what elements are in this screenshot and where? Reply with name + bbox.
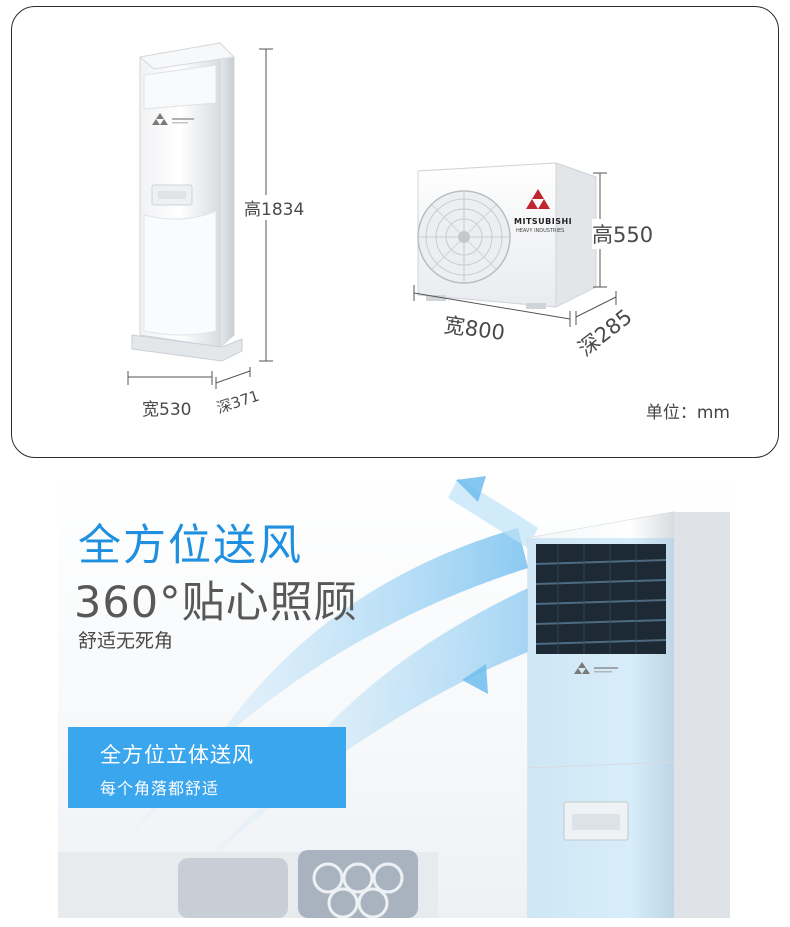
- outdoor-unit-illustration: [417, 162, 597, 309]
- airflow-arrow-icon: [456, 476, 486, 502]
- feature-description: 每个角落都舒适: [100, 779, 220, 798]
- spec-card: 高1834 宽530 深371: [11, 6, 779, 458]
- indoor-height-label: 高1834: [244, 195, 305, 220]
- headline-subtitle: 舒适无死角: [78, 630, 174, 652]
- outdoor-dimensions: [413, 172, 617, 327]
- banner-background: [58, 476, 730, 918]
- headline-secondary: 360°贴心照顾: [74, 578, 358, 628]
- outdoor-brand-subtext: HEAVY INDUSTRIES: [516, 228, 565, 234]
- feature-title: 全方位立体送风: [100, 743, 254, 767]
- feature-callout: 全方位立体送风 每个角落都舒适: [68, 727, 346, 808]
- airflow-banner: [58, 468, 730, 918]
- outdoor-brand-text: MITSUBISHI: [514, 217, 573, 226]
- headline-primary: 全方位送风: [78, 521, 303, 571]
- unit-label: 单位：mm: [645, 403, 730, 423]
- indoor-width-dimension: [127, 367, 251, 389]
- indoor-unit-illustration: [131, 41, 243, 362]
- outdoor-height-label: 高550: [592, 219, 654, 249]
- mitsubishi-logo-icon: [574, 662, 590, 674]
- indoor-width-label: 宽530: [142, 400, 192, 420]
- airflow-arrow-icon: [462, 664, 488, 694]
